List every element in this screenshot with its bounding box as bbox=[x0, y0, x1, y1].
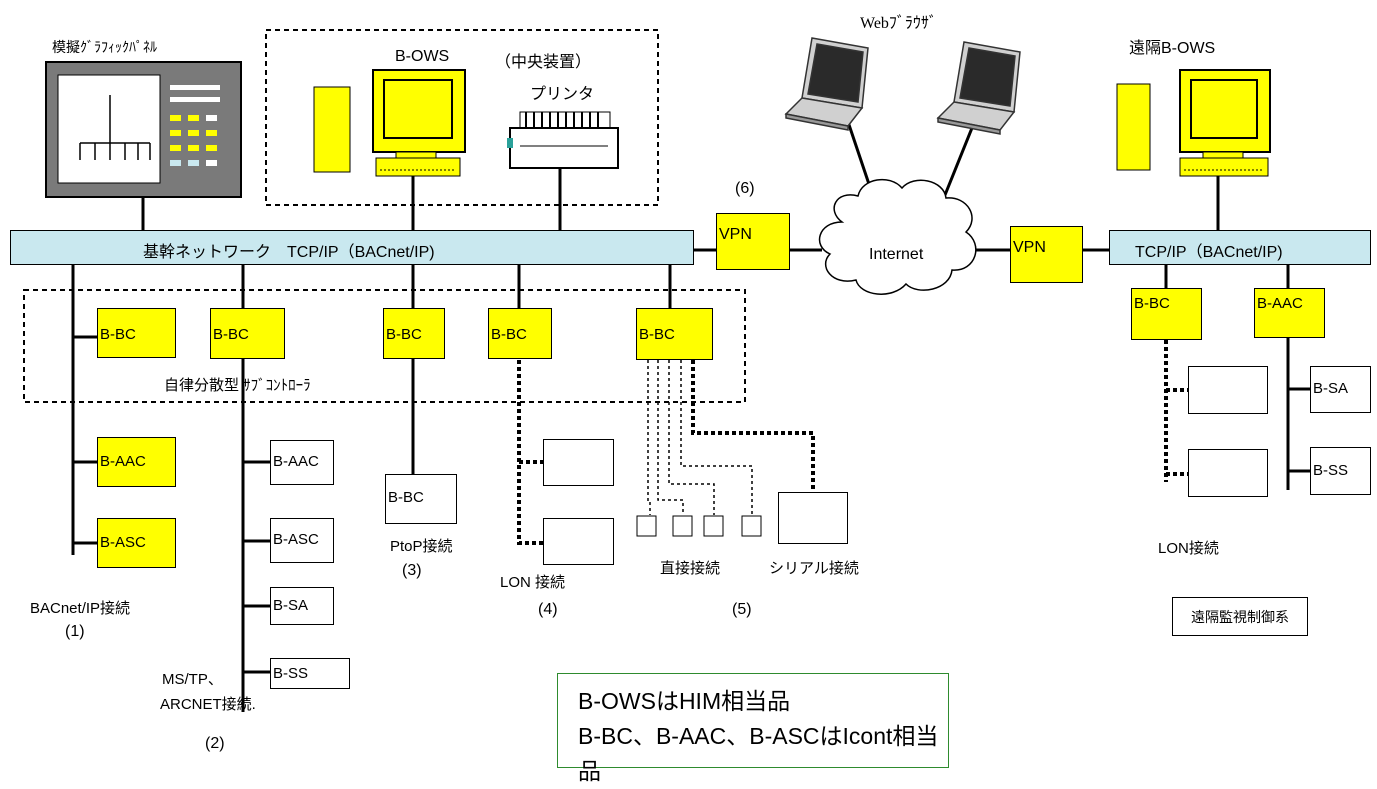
direct-device-box bbox=[672, 515, 693, 537]
bows-workstation-icon bbox=[313, 69, 466, 177]
direct-device-box bbox=[636, 515, 657, 537]
network-diagram bbox=[23, 29, 1310, 712]
remote-baac-box: B-AAC bbox=[1254, 288, 1325, 338]
remote-bss-box: B-SS bbox=[1310, 447, 1371, 495]
equivalence-note: B-OWSはHIM相当品 B-BC、B-AAC、B-ASCはIcont相当品 bbox=[557, 673, 949, 784]
direct-device-box bbox=[741, 515, 762, 537]
note-line-2: B-BC、B-AAC、B-ASCはIcont相当品 bbox=[578, 723, 939, 784]
bacnet-ip-conn-label: BACnet/IP接続 bbox=[30, 600, 131, 617]
vpn-box-left: VPN bbox=[716, 213, 790, 270]
bows-label: B-OWS bbox=[395, 48, 450, 65]
basc-box-1: B-ASC bbox=[97, 518, 176, 568]
web-browser-label: Webﾌﾞﾗｳｻﾞ bbox=[860, 15, 937, 32]
vpn-box-right: VPN bbox=[1010, 226, 1083, 283]
remote-network-label: TCP/IP（BACnet/IP) bbox=[1135, 244, 1283, 261]
internet-cloud-icon bbox=[818, 178, 977, 295]
bbc-ptop-box: B-BC bbox=[385, 474, 457, 524]
bss-box-2: B-SS bbox=[270, 658, 350, 689]
internet-label: Internet bbox=[869, 246, 924, 263]
remote-bsa-box: B-SA bbox=[1310, 366, 1371, 413]
label-three: (3) bbox=[402, 562, 422, 579]
label-six: (6) bbox=[735, 180, 755, 197]
printer-icon bbox=[507, 111, 619, 169]
label-two: (2) bbox=[205, 735, 225, 752]
bbc-box-5: B-BC bbox=[636, 308, 713, 360]
bbc-box-2: B-BC bbox=[210, 308, 285, 359]
laptop-icon bbox=[784, 37, 869, 131]
remote-lon-device-box-1 bbox=[1188, 366, 1268, 414]
remote-lon-device-box-2 bbox=[1188, 449, 1268, 497]
bbc-box-3: B-BC bbox=[383, 308, 445, 359]
serial-device-box bbox=[778, 492, 848, 544]
direct-device-box bbox=[703, 515, 724, 537]
lon-device-box-2 bbox=[543, 518, 614, 565]
lon-conn-label: LON 接続 bbox=[500, 574, 566, 591]
graphic-panel-label: 模擬ｸﾞﾗﾌｨｯｸﾊﾟﾈﾙ bbox=[52, 39, 157, 55]
arcnet-label: ARCNET接続. bbox=[160, 696, 256, 713]
lon-device-box-1 bbox=[543, 439, 614, 486]
backbone-label: 基幹ネットワーク TCP/IP（BACnet/IP) bbox=[143, 244, 435, 261]
backbone-network-bar bbox=[10, 230, 694, 265]
remote-system-label: 遠隔監視制御系 bbox=[1172, 597, 1308, 636]
ptop-label: PtoP接続 bbox=[390, 538, 453, 555]
remote-lon-label: LON接続 bbox=[1158, 540, 1219, 557]
laptop-icon bbox=[936, 41, 1021, 135]
bbc-box-1: B-BC bbox=[97, 308, 176, 358]
remote-bows-label: 遠隔B-OWS bbox=[1129, 40, 1216, 57]
printer-label: プリンタ bbox=[530, 86, 595, 103]
bsa-box-2: B-SA bbox=[270, 587, 334, 625]
basc-box-2: B-ASC bbox=[270, 518, 334, 563]
remote-bows-workstation-icon bbox=[1116, 69, 1271, 177]
note-line-1: B-OWSはHIM相当品 bbox=[578, 688, 791, 714]
label-five: (5) bbox=[732, 601, 752, 618]
subcontroller-label: 自律分散型 ｻﾌﾞｺﾝﾄﾛｰﾗ bbox=[164, 377, 311, 394]
remote-bbc-box: B-BC bbox=[1131, 288, 1202, 340]
central-unit-label: （中央装置） bbox=[495, 54, 592, 71]
remote-network-bar bbox=[1109, 230, 1371, 265]
serial-conn-label: シリアル接続 bbox=[769, 560, 859, 577]
label-four: (4) bbox=[538, 601, 558, 618]
bbc-box-4: B-BC bbox=[488, 308, 552, 359]
mstp-label: MS/TP、 bbox=[162, 671, 223, 688]
baac-box-2: B-AAC bbox=[270, 440, 334, 485]
label-one: (1) bbox=[65, 623, 85, 640]
direct-conn-label: 直接接続 bbox=[660, 560, 721, 577]
baac-box-1: B-AAC bbox=[97, 437, 176, 487]
graphic-panel-icon bbox=[45, 61, 242, 198]
